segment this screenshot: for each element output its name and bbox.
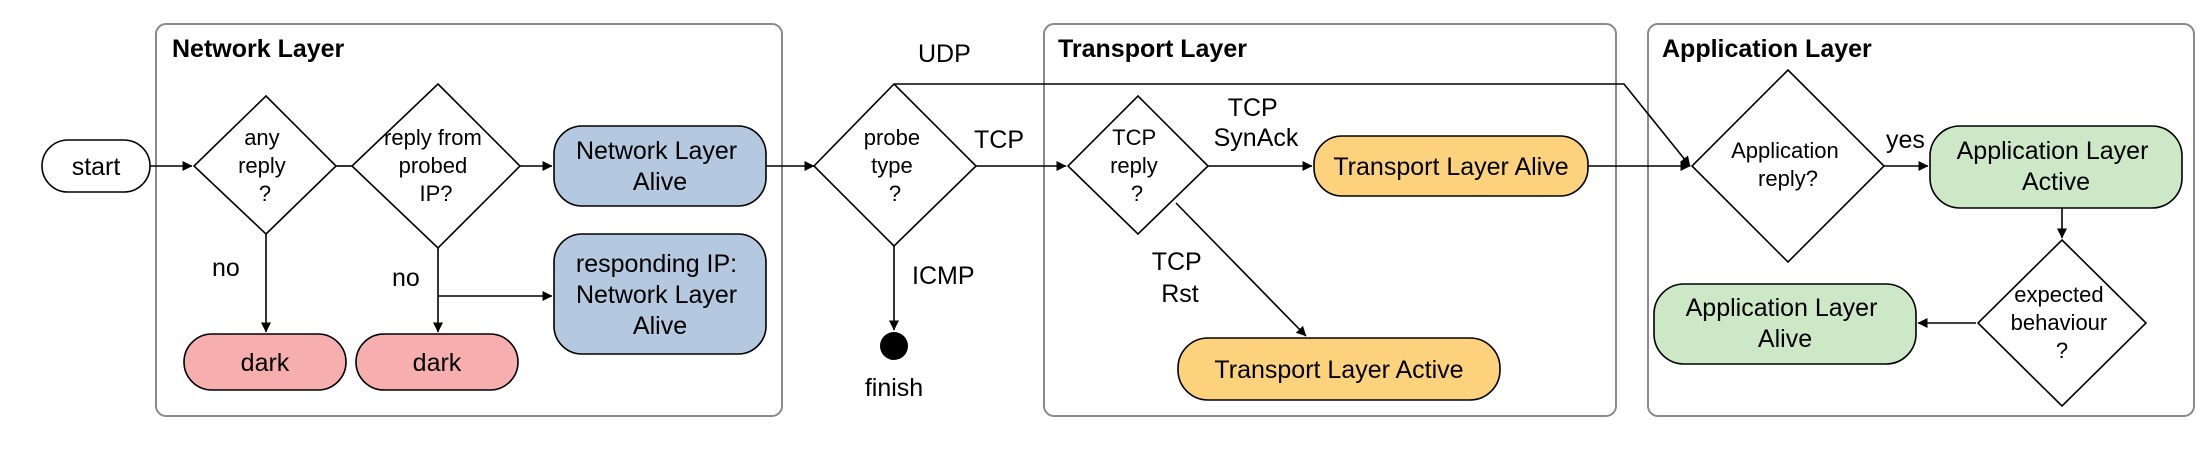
dark-1-label: dark xyxy=(241,349,290,377)
node-dark-2: dark xyxy=(355,333,519,391)
probe-type-decision xyxy=(812,82,978,248)
node-reply-from-probed: reply from probed IP? xyxy=(350,82,522,250)
node-responding-ip: responding IP: Network Layer Alive xyxy=(553,233,767,355)
any-reply-decision xyxy=(192,94,338,236)
node-start: start xyxy=(41,139,151,193)
transport-layer-active-label: Transport Layer Active xyxy=(1214,356,1463,384)
edge-label-tcp-synack: TCP SynAck xyxy=(1214,94,1299,152)
start-terminal xyxy=(41,139,151,193)
responding-ip-label: responding IP: Network Layer Alive xyxy=(576,250,744,340)
node-probe-type: probe type ? xyxy=(812,82,978,248)
transport-layer-alive-label: Transport Layer Alive xyxy=(1333,153,1568,181)
application-layer-alive-label: Application Layer Alive xyxy=(1686,294,1885,353)
edge-label-no-2: no xyxy=(392,264,420,292)
edge-label-udp: UDP xyxy=(918,40,971,68)
dark-2-label: dark xyxy=(413,349,462,377)
node-any-reply: any reply ? xyxy=(192,94,338,236)
application-layer-alive-box xyxy=(1653,283,1917,365)
edges xyxy=(150,83,2067,337)
finish-terminal xyxy=(880,332,908,360)
edge-label-tcp-rst: TCP Rst xyxy=(1152,248,1209,308)
finish-label: finish xyxy=(865,374,923,402)
node-expected-behaviour: expected behaviour ? xyxy=(1976,238,2148,408)
lane-application-title: Application Layer xyxy=(1662,35,1872,63)
node-tcp-reply: TCP reply ? xyxy=(1066,94,1210,236)
start-label: start xyxy=(72,153,121,181)
lane-transport-title: Transport Layer xyxy=(1058,35,1247,63)
edge-label-tcp: TCP xyxy=(974,126,1024,154)
node-network-layer-alive: Network Layer Alive xyxy=(553,125,767,207)
application-reply-decision xyxy=(1690,68,1886,264)
network-layer-alive-box xyxy=(553,125,767,207)
reply-from-probed-label: reply from probed IP? xyxy=(384,125,488,206)
node-finish: finish xyxy=(865,332,923,402)
edge-label-yes: yes xyxy=(1886,126,1925,154)
node-transport-layer-active: Transport Layer Active xyxy=(1177,337,1501,401)
dark-1-box xyxy=(183,333,347,391)
edge-tcpreply-transportactive xyxy=(1175,202,1307,337)
transport-layer-active-box xyxy=(1177,337,1501,401)
lane-transport: Transport Layer xyxy=(1043,23,1617,417)
tcp-reply-decision xyxy=(1066,94,1210,236)
edge-label-icmp: ICMP xyxy=(912,262,975,290)
application-reply-label: Application reply? xyxy=(1731,138,1845,191)
node-application-layer-active: Application Layer Active xyxy=(1929,125,2183,209)
dark-2-box xyxy=(355,333,519,391)
probe-type-label: probe type ? xyxy=(864,125,926,206)
edge-labels: no no UDP TCP ICMP TCP SynAck TCP Rst ye… xyxy=(212,40,1925,308)
tcp-reply-label: TCP reply ? xyxy=(1110,125,1164,206)
edge-probetype-appreply-udp xyxy=(895,83,1691,167)
reply-from-probed-decision xyxy=(350,82,522,250)
application-layer-active-label: Application Layer Active xyxy=(1957,137,2156,196)
node-transport-layer-alive: Transport Layer Alive xyxy=(1313,135,1589,197)
transport-layer-alive-box xyxy=(1313,135,1589,197)
node-application-reply: Application reply? xyxy=(1690,68,1886,264)
network-layer-alive-label: Network Layer Alive xyxy=(576,137,744,196)
application-layer-active-box xyxy=(1929,125,2183,209)
lane-network-title: Network Layer xyxy=(172,35,345,63)
node-application-layer-alive: Application Layer Alive xyxy=(1653,283,1917,365)
lane-transport-box xyxy=(1043,23,1617,417)
any-reply-label: any reply ? xyxy=(238,125,292,206)
expected-behaviour-decision xyxy=(1976,238,2148,408)
responding-ip-box xyxy=(553,233,767,355)
edge-label-no-1: no xyxy=(212,254,240,282)
node-dark-1: dark xyxy=(183,333,347,391)
expected-behaviour-label: expected behaviour ? xyxy=(2011,282,2114,363)
